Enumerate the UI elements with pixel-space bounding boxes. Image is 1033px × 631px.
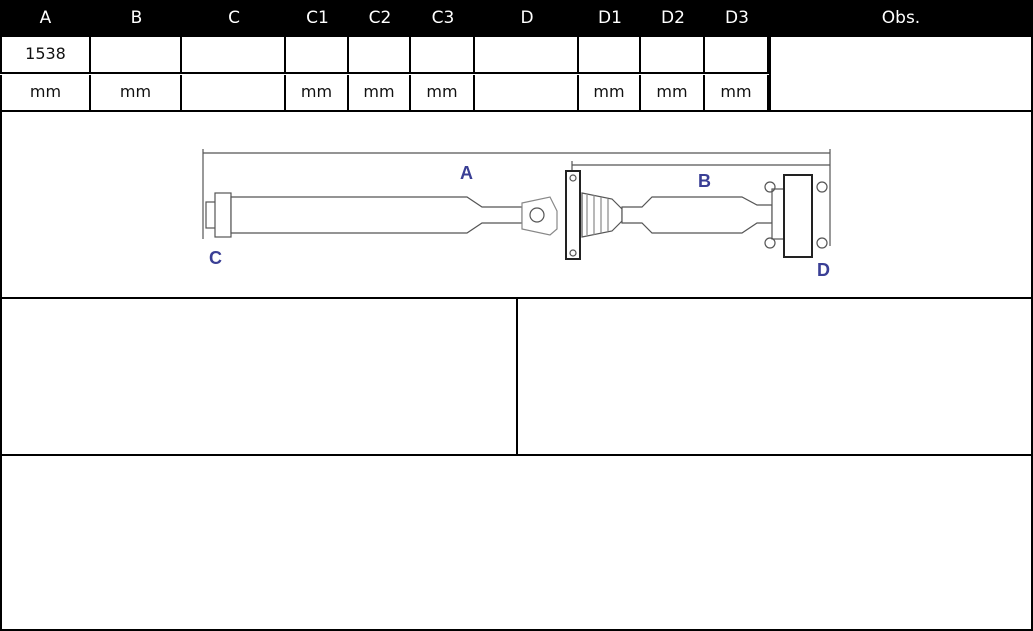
unit-cell: mm bbox=[91, 75, 182, 112]
column-header: D2 bbox=[661, 8, 685, 28]
diagram-panel: A B C D bbox=[0, 111, 1033, 299]
label-b: B bbox=[698, 171, 711, 191]
label-d: D bbox=[817, 260, 830, 280]
value-cell bbox=[182, 37, 286, 74]
column-header: D1 bbox=[598, 8, 622, 28]
notes-panel-bottom bbox=[0, 454, 1033, 631]
notes-panel-right bbox=[516, 297, 1033, 456]
column-header: C bbox=[228, 8, 240, 28]
column-header: C1 bbox=[306, 8, 329, 28]
value-cell bbox=[91, 37, 182, 74]
column-header: Obs. bbox=[881, 8, 921, 28]
column-header: C2 bbox=[368, 8, 392, 28]
column-header: A bbox=[39, 8, 52, 28]
unit-cell: mm bbox=[286, 75, 349, 112]
driveshaft-diagram: A B C D bbox=[202, 149, 831, 280]
column-header: D bbox=[520, 8, 534, 28]
value-cell bbox=[475, 37, 579, 74]
unit-cell: mm bbox=[641, 75, 705, 112]
column-header: C3 bbox=[431, 8, 455, 28]
value-cell: 1538 bbox=[0, 37, 91, 74]
value-cell bbox=[411, 37, 475, 74]
value-cell bbox=[286, 37, 349, 74]
value-cell bbox=[641, 37, 705, 74]
unit-cell: mm bbox=[411, 75, 475, 112]
unit-cell: mm bbox=[349, 75, 411, 112]
unit-cell: mm bbox=[705, 75, 769, 112]
unit-cell: mm bbox=[579, 75, 641, 112]
unit-cell: mm bbox=[0, 75, 91, 112]
value-cell bbox=[349, 37, 411, 74]
notes-panel-left bbox=[0, 297, 518, 456]
unit-cell bbox=[182, 75, 286, 112]
column-header: D3 bbox=[725, 8, 749, 28]
label-c: C bbox=[209, 248, 222, 268]
value-cell bbox=[579, 37, 641, 74]
column-header: B bbox=[130, 8, 143, 28]
label-a: A bbox=[460, 163, 473, 183]
unit-cell bbox=[475, 75, 579, 112]
table-header bbox=[0, 0, 1033, 37]
obs-cell bbox=[769, 37, 1033, 112]
value-cell bbox=[705, 37, 769, 74]
